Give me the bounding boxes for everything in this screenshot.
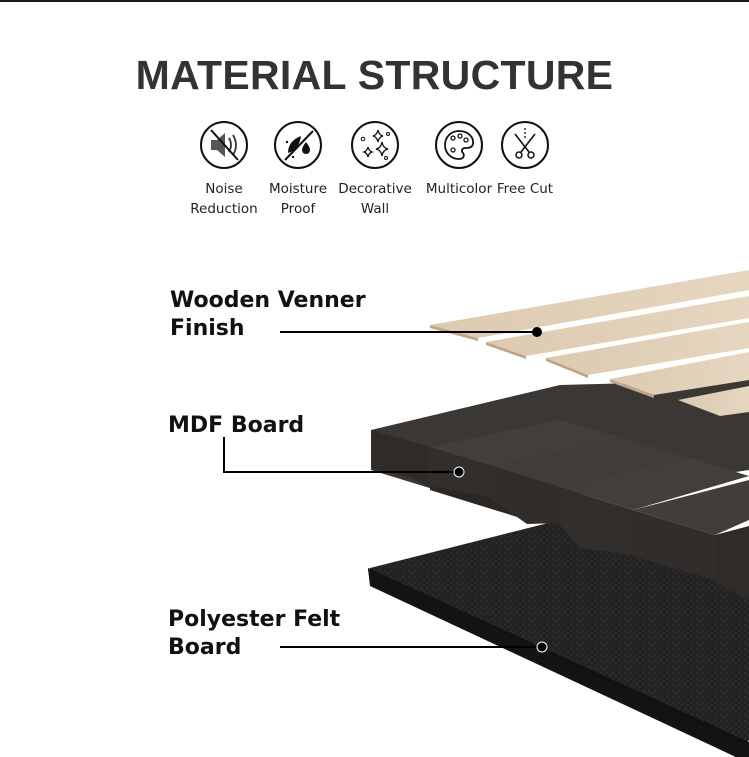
moisture-proof-icon bbox=[273, 120, 323, 170]
feature-label-line: Proof bbox=[280, 201, 316, 217]
leader-dot bbox=[536, 641, 548, 653]
mdf-board-layer bbox=[371, 380, 749, 600]
feature-label-line: Wall bbox=[360, 201, 390, 217]
multicolor-palette-icon bbox=[434, 120, 484, 170]
wooden-veneer-layer bbox=[430, 270, 749, 416]
leader-dot bbox=[453, 466, 465, 478]
feature-label-line: Free Cut bbox=[496, 181, 554, 197]
feature-decorative-wall: Decorative Wall bbox=[335, 120, 415, 219]
noise-reduction-icon bbox=[199, 120, 249, 170]
feature-label: Moisture Proof bbox=[258, 179, 338, 219]
feature-label: Noise Reduction bbox=[184, 179, 264, 219]
feature-label: Decorative Wall bbox=[335, 179, 415, 219]
feature-noise-reduction: Noise Reduction bbox=[184, 120, 264, 219]
layer-label-line: Finish bbox=[170, 316, 245, 341]
layer-label-line: Wooden Venner bbox=[170, 288, 366, 313]
feature-label-line: Noise bbox=[205, 181, 243, 197]
feature-multicolor: Multicolor bbox=[419, 120, 499, 199]
felt-board-layer bbox=[368, 520, 749, 757]
feature-label-line: Reduction bbox=[190, 201, 258, 217]
top-edge-strip bbox=[0, 0, 749, 2]
layer-label-wooden-veneer: Wooden Venner Finish bbox=[170, 287, 366, 343]
free-cut-scissors-icon bbox=[500, 120, 550, 170]
layer-label-line: MDF Board bbox=[168, 413, 305, 438]
layer-label-line: Polyester Felt bbox=[168, 607, 341, 632]
feature-label: Free Cut bbox=[485, 179, 565, 199]
layer-label-mdf-board: MDF Board bbox=[168, 412, 304, 440]
leader-dot bbox=[532, 327, 542, 337]
feature-moisture-proof: Moisture Proof bbox=[258, 120, 338, 219]
leader-line-veneer bbox=[280, 327, 542, 337]
feature-label: Multicolor bbox=[419, 179, 499, 199]
leader-line-mdf bbox=[223, 437, 465, 478]
feature-free-cut: Free Cut bbox=[485, 120, 565, 199]
feature-label-line: Moisture bbox=[268, 181, 328, 197]
decorative-wall-icon bbox=[350, 120, 400, 170]
feature-icons-row: Noise Reduction Moisture Proof bbox=[184, 120, 574, 230]
leader-line-felt bbox=[280, 641, 548, 653]
feature-label-line: Multicolor bbox=[425, 181, 493, 197]
feature-label-line: Decorative bbox=[338, 181, 412, 197]
layer-label-polyester-felt: Polyester Felt Board bbox=[168, 606, 340, 662]
layer-label-line: Board bbox=[168, 635, 242, 660]
page-title: MATERIAL STRUCTURE bbox=[135, 52, 614, 98]
